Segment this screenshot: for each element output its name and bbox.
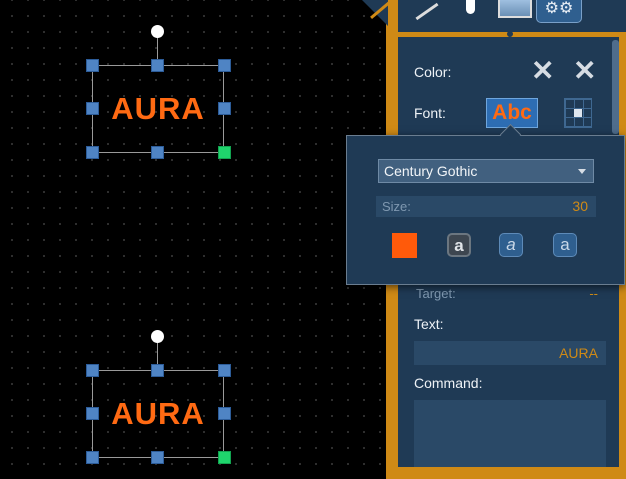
font-family-select[interactable]: Century Gothic [378, 159, 594, 183]
text-field[interactable]: AURA [414, 341, 606, 365]
photo-icon[interactable] [498, 0, 532, 18]
command-field[interactable] [414, 400, 606, 467]
text-label: Text: [414, 316, 444, 332]
rotation-line [157, 342, 158, 370]
object-text: AURA [111, 91, 205, 126]
resize-handle-br[interactable] [218, 451, 231, 464]
text-field-value: AURA [559, 345, 598, 361]
pen-icon[interactable] [412, 0, 440, 20]
resize-handle-t[interactable] [151, 364, 164, 377]
resize-handle-l[interactable] [86, 407, 99, 420]
resize-handle-tl[interactable] [86, 59, 99, 72]
canvas[interactable]: AURA AURA [0, 0, 390, 479]
target-field[interactable]: -- [414, 284, 606, 302]
font-size-value: 30 [572, 198, 588, 214]
bold-style-button[interactable]: a [447, 233, 471, 257]
target-label: Target: [416, 286, 456, 301]
resize-handle-tl[interactable] [86, 364, 99, 377]
rotation-handle[interactable] [151, 25, 164, 38]
inspector-bottom-frame [398, 467, 626, 479]
command-label: Command: [414, 375, 483, 391]
resize-handle-bl[interactable] [86, 451, 99, 464]
text-object[interactable]: AURA [86, 25, 231, 159]
resize-handle-tr[interactable] [218, 59, 231, 72]
properties-scrollbar[interactable] [612, 40, 619, 134]
resize-handle-bl[interactable] [86, 146, 99, 159]
resize-handle-tr[interactable] [218, 364, 231, 377]
resize-handle-b[interactable] [151, 146, 164, 159]
font-label: Font: [414, 105, 446, 121]
target-value: -- [589, 286, 598, 301]
clear-line-color-button[interactable]: ✕ [573, 55, 597, 86]
clear-fill-color-button[interactable]: ✕ [531, 55, 555, 86]
object-text: AURA [111, 396, 205, 431]
rotation-handle[interactable] [151, 330, 164, 343]
resize-handle-br[interactable] [218, 146, 231, 159]
text-color-swatch[interactable] [392, 233, 417, 258]
resize-handle-l[interactable] [86, 102, 99, 115]
text-object[interactable]: AURA [86, 330, 231, 464]
resize-handle-r[interactable] [218, 407, 231, 420]
brush-icon[interactable] [466, 0, 475, 14]
resize-handle-r[interactable] [218, 102, 231, 115]
outline-style-button[interactable]: a [553, 233, 577, 257]
font-size-label: Size: [382, 199, 411, 214]
resize-handle-b[interactable] [151, 451, 164, 464]
font-family-value: Century Gothic [384, 163, 478, 179]
rotation-line [157, 37, 158, 65]
resize-handle-t[interactable] [151, 59, 164, 72]
font-style-button[interactable]: Abc [486, 98, 538, 128]
divider-grip[interactable] [507, 31, 513, 37]
gear-icon[interactable]: ⚙⚙ [536, 0, 582, 23]
color-label: Color: [414, 64, 452, 80]
font-size-field[interactable]: Size: 30 [376, 196, 596, 217]
text-align-grid-button[interactable] [564, 98, 592, 128]
collapse-arrow-icon[interactable] [362, 0, 396, 30]
chevron-down-icon [578, 169, 586, 174]
italic-style-button[interactable]: a [499, 233, 523, 257]
